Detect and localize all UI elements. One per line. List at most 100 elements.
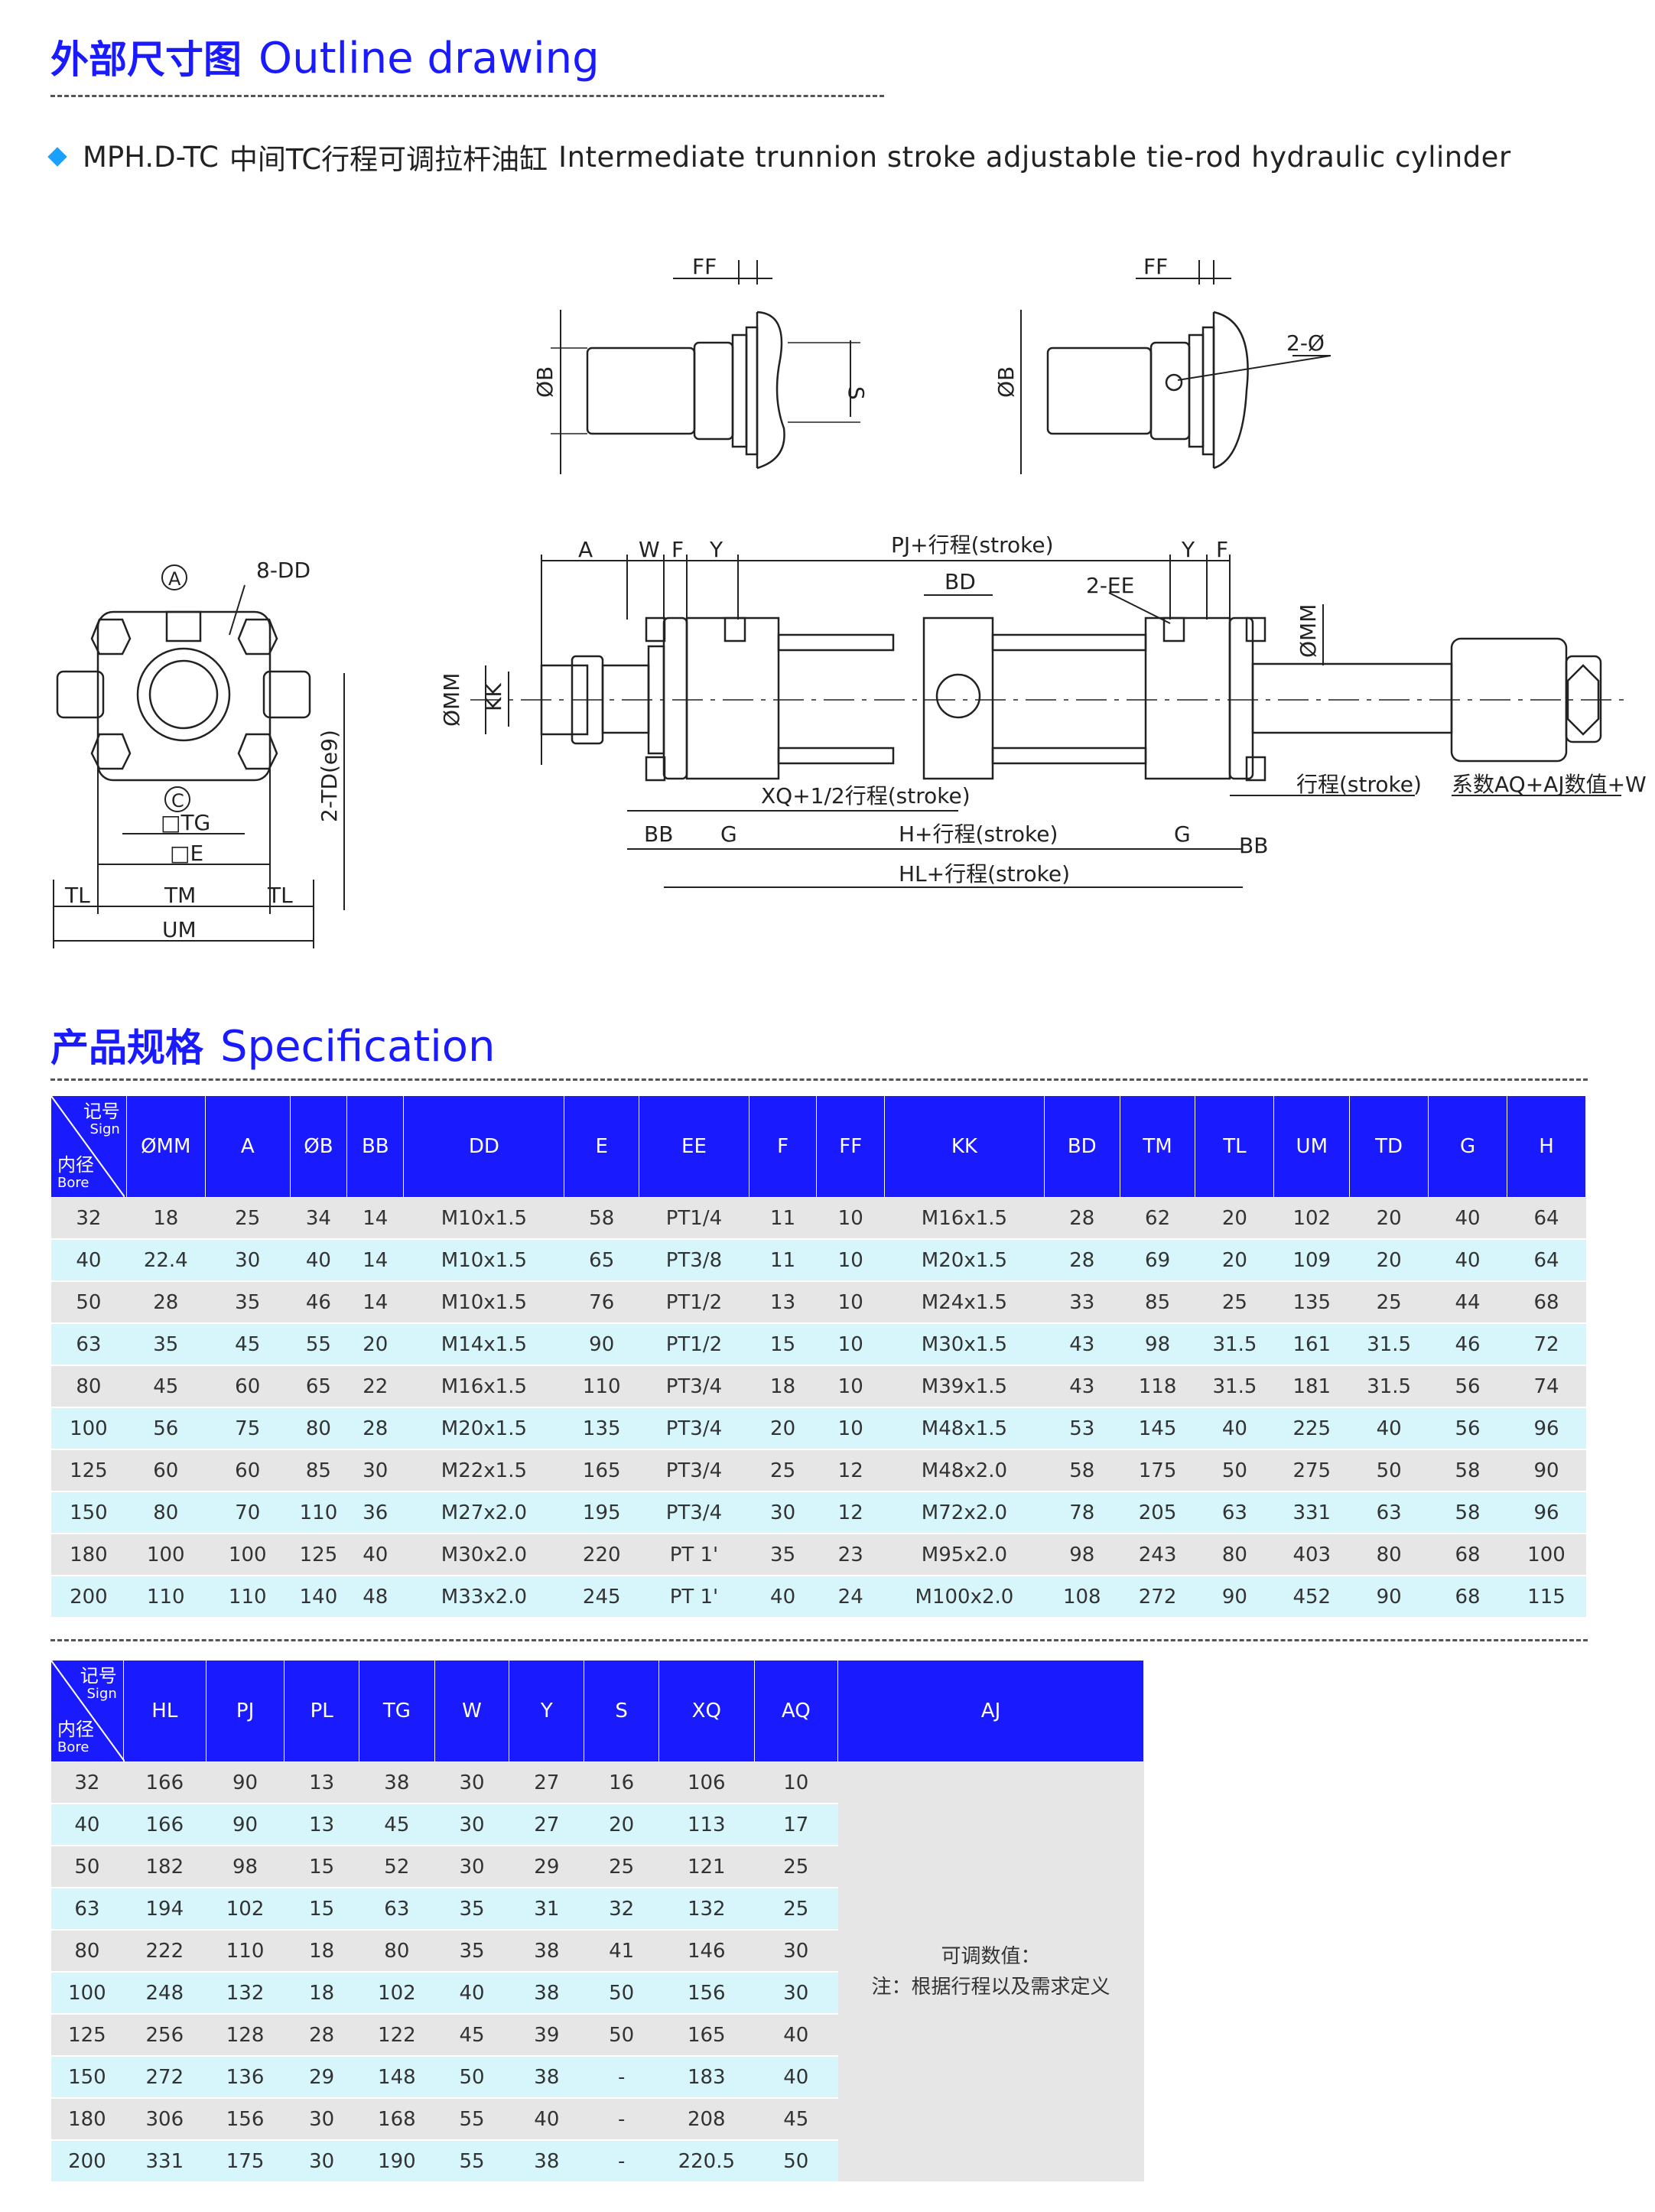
label-w: W [639,537,660,562]
value-cell: 45 [205,1323,291,1366]
value-cell: 25 [754,1888,838,1931]
label-y-1: Y [709,537,723,562]
value-cell: 175 [1120,1449,1195,1492]
value-cell: M16x1.5 [884,1197,1045,1240]
col-header: H [1506,1095,1587,1198]
col-header: TM [1119,1095,1196,1198]
label-aq-aj: 系数AQ+AJ数值+W [1452,772,1647,797]
value-cell: 166 [123,1804,206,1846]
value-cell: 128 [206,2014,285,2057]
value-cell: 25 [749,1449,817,1492]
value-cell: 110 [206,1930,285,1973]
value-cell: 32 [584,1888,659,1931]
value-cell: 135 [1273,1281,1350,1324]
value-cell: 40 [754,2014,838,2057]
label-phi-b-1: ØB [532,366,558,398]
value-cell: 102 [1273,1197,1350,1240]
col-header: PL [284,1660,360,1762]
value-cell: 156 [206,2098,285,2141]
value-cell: 25 [584,1846,659,1888]
rod-end-detail-2 [1020,260,1331,474]
col-header: W [434,1660,510,1762]
value-cell: 65 [290,1365,347,1408]
value-cell: 20 [749,1407,817,1450]
value-cell: 20 [584,1804,659,1846]
value-cell: 90 [564,1323,639,1366]
value-cell: 75 [205,1407,291,1450]
label-two-phi: 2-Ø [1286,330,1325,356]
col-header: UM [1273,1095,1351,1198]
value-cell: 225 [1273,1407,1350,1450]
value-cell: 10 [754,1761,838,1804]
label-e: □E [170,841,203,866]
value-cell: 27 [509,1804,584,1846]
value-cell: 20 [346,1323,404,1366]
value-cell: 13 [749,1281,817,1324]
label-bd: BD [945,569,976,594]
value-cell: 30 [346,1449,404,1492]
bore-cell: 80 [50,1930,124,1973]
value-cell: 45 [754,2098,838,2141]
value-cell: 72 [1507,1323,1586,1366]
value-cell: 53 [1044,1407,1120,1450]
value-cell: 10 [816,1365,885,1408]
value-cell: 78 [1044,1491,1120,1534]
value-cell: 190 [359,2140,435,2183]
value-cell: 68 [1507,1281,1586,1324]
value-cell: M48x2.0 [884,1449,1045,1492]
col-header: ØMM [125,1095,206,1198]
value-cell: 25 [1195,1281,1274,1324]
value-cell: 121 [658,1846,755,1888]
value-cell: 45 [434,2014,509,2057]
value-cell: 35 [126,1323,206,1366]
value-cell: 27 [509,1761,584,1804]
value-cell: 65 [564,1239,639,1282]
value-cell: 38 [359,1761,435,1804]
value-cell: 50 [584,2014,659,2057]
value-cell: M24x1.5 [884,1281,1045,1324]
value-cell: 43 [1044,1365,1120,1408]
col-header: FF [816,1095,886,1198]
bore-cell: 80 [50,1365,127,1408]
value-cell: 28 [284,2014,359,2057]
label-tm: TM [164,883,196,908]
value-cell: PT3/4 [639,1449,749,1492]
value-cell: 132 [658,1888,755,1931]
value-cell: 90 [206,1804,285,1846]
label-s: S [844,386,869,400]
value-cell: 64 [1507,1239,1586,1282]
col-header: TD [1349,1095,1429,1198]
col-header: EE [639,1095,749,1198]
value-cell: 58 [1428,1449,1507,1492]
col-header: S [584,1660,660,1762]
bore-cell: 32 [50,1761,124,1804]
value-cell: M16x1.5 [403,1365,564,1408]
model-code: MPH.D-TC [83,140,219,174]
value-cell: 28 [1044,1239,1120,1282]
value-cell: 96 [1507,1407,1586,1450]
value-cell: M48x1.5 [884,1407,1045,1450]
value-cell: 56 [1428,1407,1507,1450]
value-cell: 40 [509,2098,584,2141]
value-cell: 115 [1507,1576,1586,1618]
outline-title-en: Outline drawing [258,34,600,83]
label-g-right: G [1174,821,1191,847]
bore-cell: 50 [50,1846,124,1888]
bore-cell: 63 [50,1323,127,1366]
value-cell: 70 [205,1491,291,1534]
table-divider [50,1639,1588,1641]
aj-note-line1: 可调数值： [941,1945,1041,1968]
value-cell: 25 [754,1846,838,1888]
value-cell: 74 [1507,1365,1586,1408]
label-td: 2-TD(e9) [317,730,342,822]
corner-diagonal-2 [51,1661,125,1761]
label-c-circle: C [171,790,184,812]
value-cell: 46 [1428,1323,1507,1366]
